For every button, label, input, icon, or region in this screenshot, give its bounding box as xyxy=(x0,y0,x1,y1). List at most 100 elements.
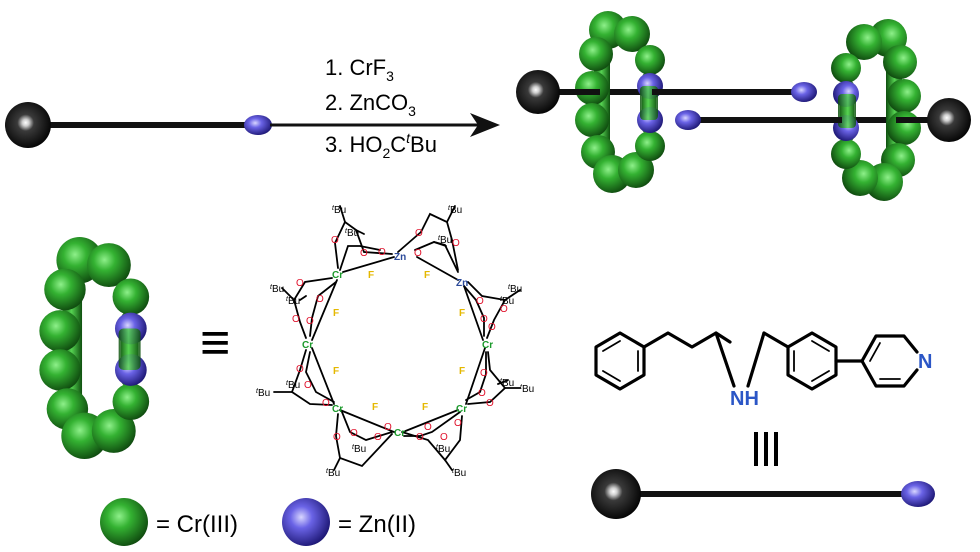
tbu-label: tBu xyxy=(448,205,462,216)
oxygen-atom: O xyxy=(452,238,460,249)
oxygen-atom: O xyxy=(415,228,423,239)
ethylamine-chain xyxy=(642,331,732,349)
phenyl-ring xyxy=(594,331,646,391)
tbu-label: tBu xyxy=(286,296,300,307)
chromium-atom: Cr xyxy=(332,404,343,415)
oxygen-atom: O xyxy=(360,248,368,259)
upper-stopper-sphere xyxy=(516,70,560,114)
tbu-label: tBu xyxy=(508,284,522,295)
carboxylate-bonds xyxy=(273,205,521,471)
oxygen-atom: O xyxy=(331,235,339,246)
tbu-label: tBu xyxy=(286,380,300,391)
ring-wheel-model xyxy=(39,236,150,460)
tbu-label: tBu xyxy=(436,444,450,455)
fluoride-bonds xyxy=(311,256,486,433)
reagent-step-1: 1. CrF3 xyxy=(325,55,394,84)
reagent-step-3: 3. HO2CtBu xyxy=(325,130,437,161)
starting-thread xyxy=(5,102,272,148)
lower-pyridyl-sphere xyxy=(675,110,701,130)
stopper-sphere xyxy=(5,102,51,148)
tbu-label: tBu xyxy=(332,205,346,216)
reagent-step-2: 2. ZnCO3 xyxy=(325,90,416,119)
oxygen-atom: O xyxy=(488,322,496,333)
arrowhead-icon xyxy=(470,113,500,137)
oxygen-atom: O xyxy=(322,398,330,409)
thread-cartoon-pyridyl xyxy=(901,481,935,507)
pyridine-n-label: N xyxy=(918,351,932,373)
chromium-atom: Cr xyxy=(394,428,405,439)
tert-butyl-labels: tBu tBu tBu tBu tBu tBu tBu tBu tBu tBu … xyxy=(256,205,534,479)
chromium-atom: Cr xyxy=(456,404,467,415)
chromium-atom: Cr xyxy=(302,340,313,351)
fluorine-atom: F xyxy=(459,308,465,319)
oxygen-atom: O xyxy=(296,364,304,375)
fluorine-atom: F xyxy=(422,402,428,413)
fluorine-atoms: F F F F F F F F xyxy=(333,270,465,413)
oxygen-atoms: O O O O O O O O O O O O O O O O O O O O xyxy=(292,228,508,443)
reaction-arrow xyxy=(270,113,500,137)
oxygen-atom: O xyxy=(424,422,432,433)
oxygen-atom: O xyxy=(480,314,488,325)
benzene-ring xyxy=(786,331,838,391)
oxygen-atom: O xyxy=(378,247,386,258)
oxygen-atom: O xyxy=(316,294,324,305)
oxygen-atom: O xyxy=(486,398,494,409)
zinc-atom: Zn xyxy=(456,278,468,289)
fluorine-atom: F xyxy=(368,270,374,281)
right-ring-wheel xyxy=(831,19,921,201)
chromium-atom: Cr xyxy=(482,340,493,351)
oxygen-atom: O xyxy=(480,368,488,379)
tbu-label: tBu xyxy=(270,284,284,295)
tbu-label: tBu xyxy=(326,468,340,479)
oxygen-atom: O xyxy=(296,278,304,289)
oxygen-atom: O xyxy=(454,418,462,429)
tbu-label: tBu xyxy=(520,384,534,395)
zn-sphere-icon xyxy=(282,498,330,546)
left-ring-wheel xyxy=(575,11,665,193)
tbu-label: tBu xyxy=(352,444,366,455)
tbu-label: tBu xyxy=(438,235,452,246)
chromium-atom: Cr xyxy=(332,270,343,281)
fluorine-atom: F xyxy=(333,308,339,319)
ring-equivalence-symbol: ≡ xyxy=(200,314,230,372)
fluorine-atom: F xyxy=(333,366,339,377)
oxygen-atom: O xyxy=(304,380,312,391)
ring-definition: ≡ xyxy=(39,205,534,479)
reaction-section: 1. CrF3 2. ZnCO3 3. HO2CtBu xyxy=(5,11,971,201)
oxygen-atom: O xyxy=(333,432,341,443)
thread-chemical-structure: NH N xyxy=(594,331,932,410)
reagents: 1. CrF3 2. ZnCO3 3. HO2CtBu xyxy=(325,55,437,161)
tbu-label: tBu xyxy=(345,228,359,239)
thread-definition: NH N xyxy=(591,331,935,519)
tbu-label: tBu xyxy=(452,468,466,479)
oxygen-atom: O xyxy=(500,304,508,315)
pyridyl-end-sphere xyxy=(244,115,272,135)
zinc-atom: Zn xyxy=(394,252,406,263)
oxygen-atom: O xyxy=(414,248,422,259)
oxygen-atom: O xyxy=(374,432,382,443)
thread-cartoon-stopper xyxy=(591,469,641,519)
upper-pyridyl-sphere xyxy=(791,82,817,102)
legend-zn: = Zn(II) xyxy=(282,498,416,546)
legend: = Cr(III) = Zn(II) xyxy=(100,498,416,546)
tbu-label: tBu xyxy=(500,378,514,389)
fluorine-atom: F xyxy=(424,270,430,281)
rotaxane-product xyxy=(516,11,971,201)
oxygen-atom: O xyxy=(476,296,484,307)
lower-stopper-sphere xyxy=(927,98,971,142)
amine-nh-label: NH xyxy=(730,388,759,410)
fluorine-atom: F xyxy=(372,402,378,413)
oxygen-atom: O xyxy=(350,428,358,439)
tbu-label: tBu xyxy=(256,388,270,399)
oxygen-atom: O xyxy=(384,422,392,433)
pyridine-ring-lower xyxy=(860,359,919,388)
cr7zn-ring-structure: O O O O O O O O O O O O O O O O O O O O xyxy=(256,205,534,479)
oxygen-atom: O xyxy=(440,432,448,443)
legend-zn-label: = Zn(II) xyxy=(338,511,416,538)
metal-atoms: Cr Zn Zn Cr Cr Cr Cr Cr xyxy=(302,252,493,439)
legend-cr: = Cr(III) xyxy=(100,498,238,546)
oxygen-atom: O xyxy=(292,314,300,325)
oxygen-atom: O xyxy=(478,388,486,399)
cr-sphere-icon xyxy=(100,498,148,546)
